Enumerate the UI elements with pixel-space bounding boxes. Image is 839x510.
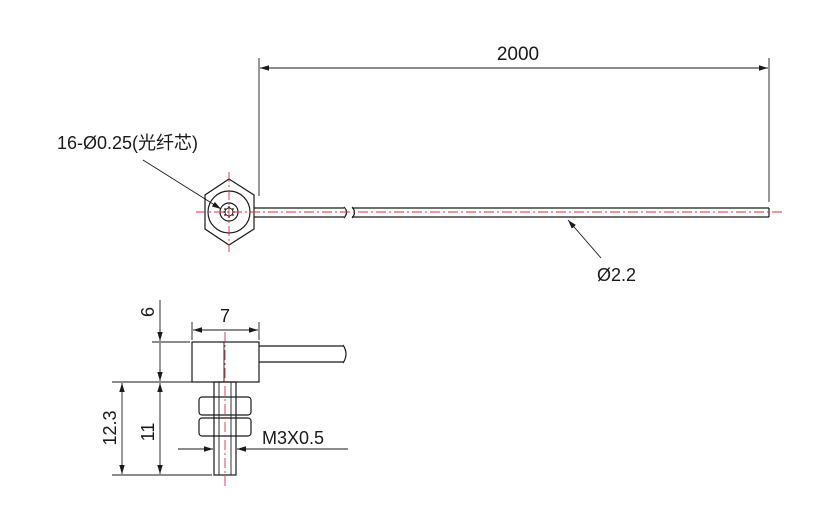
- thread-spec-label: M3X0.5: [262, 428, 324, 448]
- side-cable-break: [342, 344, 347, 364]
- hex-head: [191, 341, 260, 383]
- lock-nut-1: [198, 396, 252, 416]
- hex-width-label: 7: [220, 306, 230, 326]
- thread-length-label: 11: [138, 423, 158, 442]
- cable-diameter-leader: [567, 219, 602, 259]
- top-view: 2000 16-Ø0.25(光纤芯) Ø2.2: [57, 44, 785, 285]
- cable-length-label: 2000: [497, 44, 539, 65]
- core-spec-label: 16-Ø0.25(光纤芯): [57, 133, 198, 153]
- hex-height-label: 6: [138, 307, 158, 317]
- core-spec-leader: [142, 159, 222, 210]
- cable-break-mark: [343, 206, 356, 219]
- cable-diameter-label: Ø2.2: [597, 265, 636, 285]
- side-view: 7 6 12.3 11 M3X0.5: [100, 300, 348, 488]
- body-height-label: 12.3: [100, 410, 120, 445]
